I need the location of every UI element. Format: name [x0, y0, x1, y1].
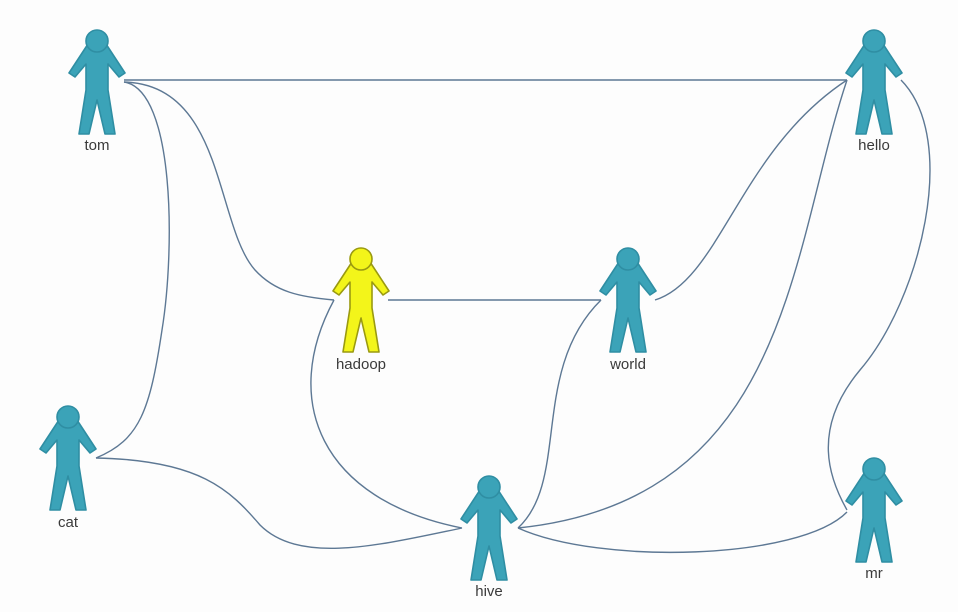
edge-hive-mr	[517, 511, 848, 554]
node-cat: cat	[39, 405, 97, 531]
node-hive: hive	[460, 475, 518, 600]
node-mr: mr	[845, 457, 903, 582]
edges-layer	[95, 79, 931, 554]
edge-hadoop-hive	[310, 299, 463, 529]
person-icon	[332, 247, 390, 353]
person-body	[68, 43, 126, 135]
edge-world-hello	[654, 79, 848, 301]
edge-hello-hive	[517, 79, 848, 529]
node-label-world: world	[609, 356, 646, 373]
person-body	[332, 261, 390, 353]
person-head	[862, 457, 886, 481]
edge-cat-hive	[95, 457, 463, 549]
person-head	[477, 475, 501, 499]
person-icon	[845, 457, 903, 563]
node-label-hello: hello	[858, 137, 890, 154]
person-icon	[845, 29, 903, 135]
node-hadoop: hadoop	[332, 247, 390, 373]
person-body	[599, 261, 657, 353]
person-head	[616, 247, 640, 271]
person-head	[56, 405, 80, 429]
person-head	[85, 29, 109, 53]
edge-hello-mr	[827, 79, 931, 511]
node-label-hive: hive	[475, 583, 503, 600]
person-icon	[460, 475, 518, 581]
node-hello: hello	[845, 29, 903, 154]
person-icon	[68, 29, 126, 135]
node-label-cat: cat	[58, 514, 79, 531]
person-icon	[599, 247, 657, 353]
person-body	[39, 419, 97, 511]
person-icon	[39, 405, 97, 511]
person-body	[845, 471, 903, 563]
edge-tom-cat	[95, 81, 170, 459]
node-label-hadoop: hadoop	[336, 356, 386, 373]
person-head	[862, 29, 886, 53]
nodes-layer: tom hello hadoop world cat hive mr	[39, 29, 903, 600]
edge-world-hive	[517, 299, 602, 529]
node-world: world	[599, 247, 657, 373]
edge-tom-hadoop	[123, 81, 335, 301]
person-head	[349, 247, 373, 271]
node-label-tom: tom	[84, 137, 109, 154]
person-body	[460, 489, 518, 581]
node-label-mr: mr	[865, 565, 883, 582]
node-tom: tom	[68, 29, 126, 154]
person-body	[845, 43, 903, 135]
